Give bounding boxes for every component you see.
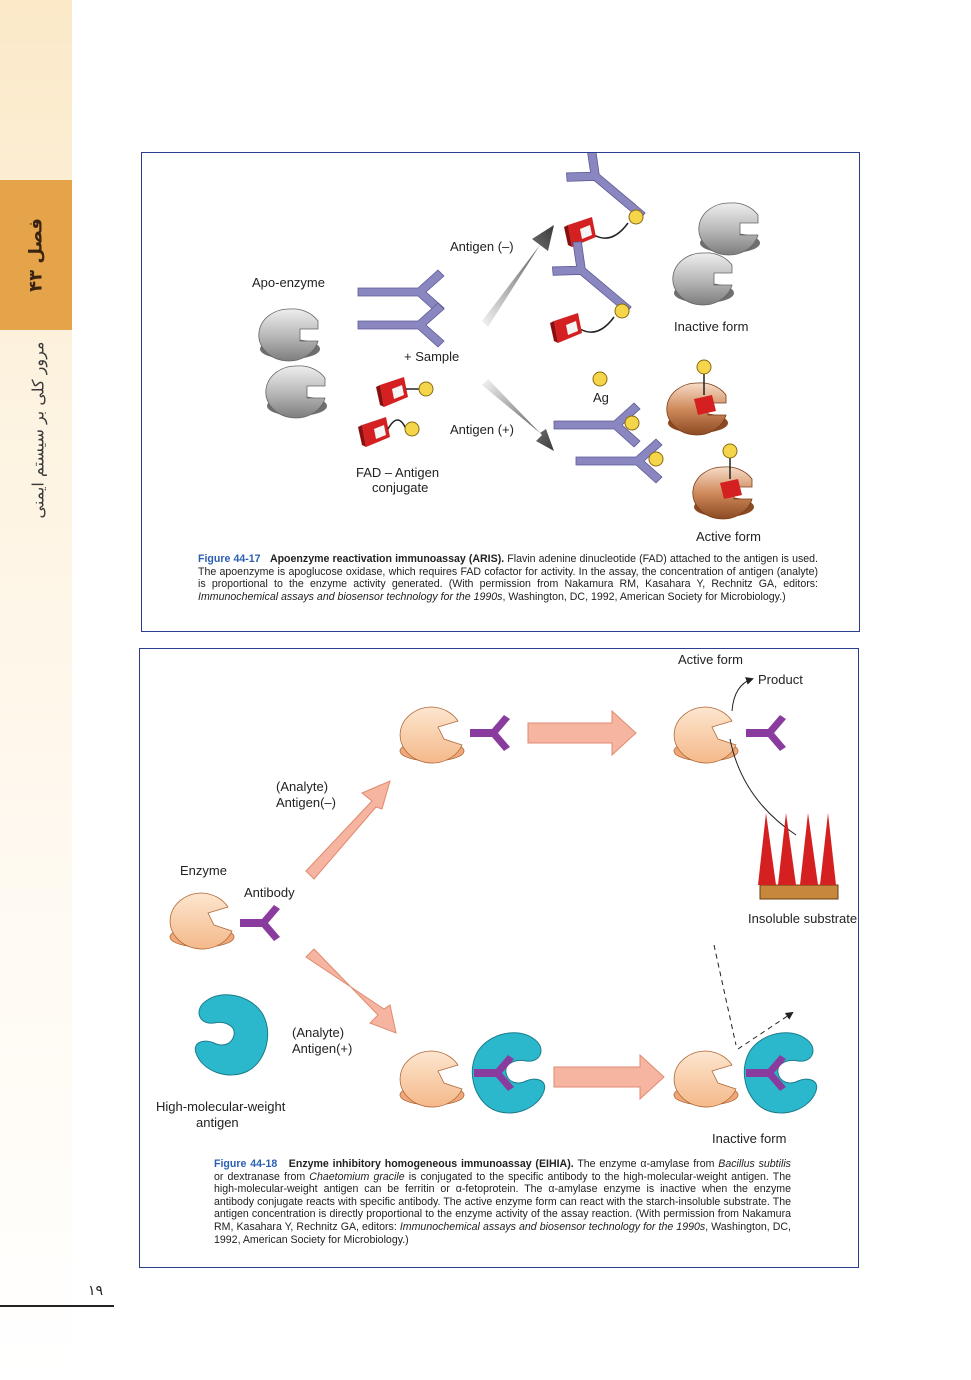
hmw-antigen-label-2: antigen — [196, 1115, 239, 1130]
bound-antigen-1 — [628, 209, 644, 225]
fad-conjugate-1 — [376, 377, 434, 407]
antibody-top-right — [746, 715, 786, 751]
antibody-label: Antibody — [244, 885, 295, 900]
insoluble-substrate — [758, 813, 839, 900]
free-antigen — [592, 371, 608, 387]
analyte-neg-label-2: Antigen(–) — [276, 795, 336, 810]
antibody-2 — [357, 302, 445, 348]
linker-2 — [579, 316, 615, 333]
inactive-form-label-2: Inactive form — [712, 1131, 786, 1146]
arrow-antigen-pos — [482, 379, 554, 451]
antibody-1 — [357, 269, 445, 315]
analyte-neg-label-1: (Analyte) — [276, 779, 328, 794]
aris-diagram: Apo-enzyme + Sample FAD – Antigen conjug… — [252, 153, 761, 544]
fad-conjugate-2 — [358, 417, 420, 447]
enzyme-label: Enzyme — [180, 863, 227, 878]
hmw-antigen — [194, 994, 269, 1076]
fad-conjugate-label-2: conjugate — [372, 480, 428, 495]
caption-text-end: , Washington, DC, 1992, American Society… — [502, 590, 786, 603]
active-enzyme-1 — [666, 359, 728, 436]
caption2-italic-1: Bacillus subtilis — [718, 1158, 791, 1170]
inactive-enzyme-1 — [698, 202, 760, 256]
enzyme-bottom-left — [399, 1050, 465, 1108]
caption-italic: Immunochemical assays and biosensor tech… — [198, 590, 503, 603]
caption2-text-4: , Washington, DC, 1992, American Society… — [214, 1220, 791, 1246]
chapter-tab — [0, 180, 72, 330]
page-number: ۱۹ — [88, 1283, 104, 1299]
antibody-complex-1 — [562, 153, 658, 234]
figure-number-2: Figure 44-18 — [214, 1158, 278, 1170]
enzyme-top-left — [399, 706, 465, 764]
product-label: Product — [758, 672, 803, 687]
figure-44-17-caption: Figure 44-17 Apoenzyme reactivation immu… — [198, 553, 818, 603]
caption2-italic-3: Immunochemical assays and biosensor tech… — [399, 1220, 706, 1233]
linker-1 — [593, 222, 629, 239]
caption2-text-3: is conjugated to the specific antibody t… — [214, 1170, 791, 1233]
arrow-up-diagonal — [305, 780, 391, 880]
chapter-title: مرور کلی بر سیستم ایمنی — [28, 341, 48, 519]
active-enzyme-2 — [692, 443, 754, 520]
ag-label: Ag — [593, 390, 609, 405]
antibody-top-left — [470, 715, 510, 751]
arrow-top — [527, 709, 637, 757]
enzyme-bottom-right — [673, 1050, 739, 1108]
blocked-path-2 — [737, 1011, 794, 1050]
analyte-pos-label-2: Antigen(+) — [292, 1041, 352, 1056]
antibody-ag-2-antigen — [648, 451, 664, 467]
arrow-down-diagonal — [305, 948, 397, 1034]
figure-44-18: Active form Product Insoluble substrate … — [139, 648, 859, 1268]
insoluble-substrate-label: Insoluble substrate — [748, 911, 857, 926]
active-form-label: Active form — [696, 529, 761, 544]
apo-enzyme-bottom — [265, 365, 327, 419]
analyte-pos-label-1: (Analyte) — [292, 1025, 344, 1040]
figure-44-18-caption: Figure 44-18 Enzyme inhibitory homogeneo… — [214, 1158, 791, 1246]
figure-title-2: Enzyme inhibitory homogeneous immunoassa… — [288, 1158, 574, 1170]
enzyme-left — [169, 892, 235, 950]
antigen-neg-label: Antigen (–) — [450, 239, 514, 254]
figure-44-17: Apo-enzyme + Sample FAD – Antigen conjug… — [141, 152, 860, 632]
apo-enzyme-label: Apo-enzyme — [252, 275, 325, 290]
caption-text: Flavin adenine dinucleotide (FAD) attach… — [198, 553, 818, 591]
enzyme-top-right — [673, 706, 739, 764]
arrow-bottom — [553, 1053, 665, 1101]
sample-label: + Sample — [404, 349, 459, 364]
bound-antigen-2 — [614, 303, 630, 319]
inactive-enzyme-2 — [672, 252, 734, 306]
figure-number: Figure 44-17 — [198, 553, 261, 565]
antibody-ag-1-antigen — [624, 415, 640, 431]
figure-title: Apoenzyme reactivation immunoassay (ARIS… — [269, 553, 505, 565]
inactive-form-label: Inactive form — [674, 319, 748, 334]
apo-enzyme-top — [258, 308, 320, 362]
page-rule — [0, 1305, 114, 1307]
caption2-italic-2: Chaetomium gracile — [309, 1170, 405, 1183]
fad-conjugate-label-1: FAD – Antigen — [356, 465, 439, 480]
hmw-antigen-label-1: High-molecular-weight — [156, 1099, 286, 1114]
arrow-antigen-neg — [482, 225, 554, 327]
blocked-path-1 — [713, 944, 737, 1046]
caption2-text-1: The enzyme α-amylase from — [573, 1158, 719, 1170]
antigen-pos-label: Antigen (+) — [450, 422, 514, 437]
chapter-label: فصل ۴۳ — [25, 218, 47, 292]
active-form-label-2: Active form — [678, 652, 743, 667]
fad-bound-2 — [550, 313, 582, 343]
antibody-left — [240, 905, 280, 941]
product-arrow — [731, 677, 754, 712]
caption2-text-2: or dextranase from — [214, 1170, 310, 1183]
eihia-diagram: Active form Product Insoluble substrate … — [156, 652, 857, 1146]
